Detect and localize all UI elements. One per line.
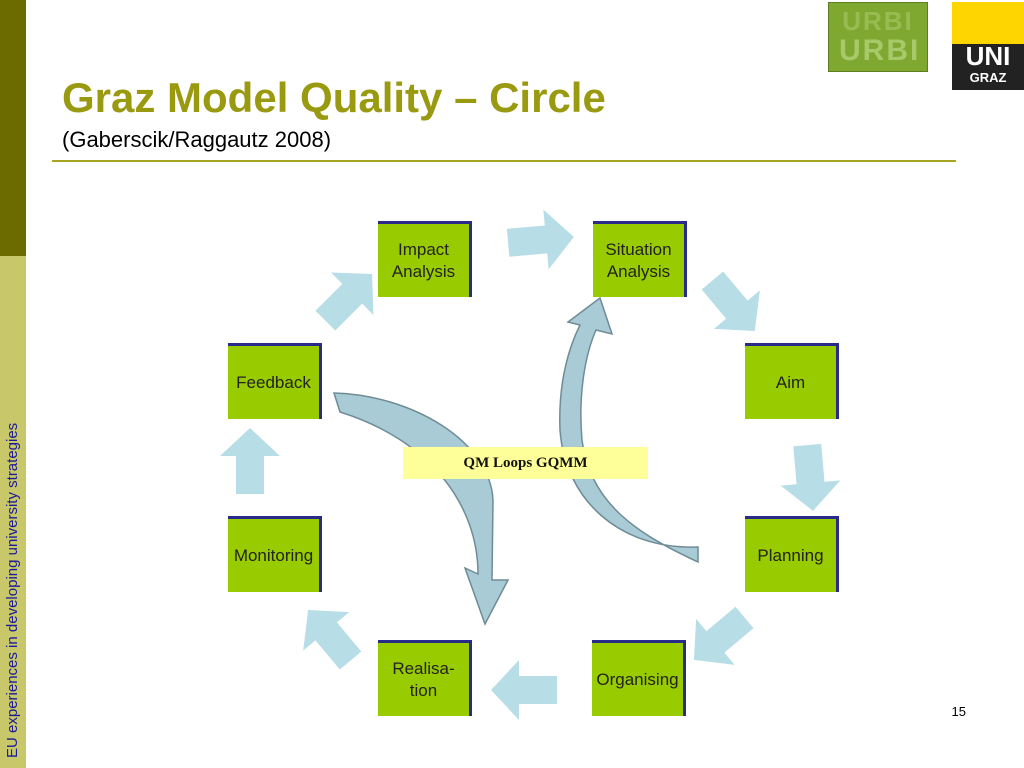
step-planning: Planning: [745, 516, 839, 592]
step-monitoring: Monitoring: [228, 516, 322, 592]
urbi-logo: URBI URBI: [828, 2, 928, 72]
qm-loops-label: QM Loops GQMM: [403, 447, 648, 479]
step-label: Situation Analysis: [605, 239, 672, 281]
step-aim: Aim: [745, 343, 839, 419]
slide-title: Graz Model Quality – Circle: [62, 74, 606, 121]
urbi-logo-shadow-text: URBI: [842, 6, 914, 36]
step-label: Impact Analysis: [391, 239, 456, 281]
step-impact-analysis: Impact Analysis: [378, 221, 472, 297]
cycle-arrow-7: [220, 428, 280, 494]
uni-graz-logo-uni: UNI: [965, 41, 1011, 71]
title-divider: [52, 160, 956, 162]
uni-graz-logo: UNI GRAZ: [952, 2, 1024, 90]
page-number: 15: [951, 704, 966, 719]
cycle-arrow-3: [777, 442, 843, 514]
step-feedback: Feedback: [228, 343, 322, 419]
cycle-arrow-6: [285, 590, 374, 680]
step-label: Organising: [596, 669, 679, 689]
cycle-arrow-2: [689, 261, 778, 351]
step-label: Planning: [757, 545, 824, 565]
step-realisation: Realisa- tion: [378, 640, 472, 716]
sidebar-top-band: [0, 0, 26, 256]
cycle-arrow-4: [674, 594, 764, 683]
step-label: Realisa- tion: [392, 658, 455, 700]
step-label: Feedback: [236, 372, 311, 392]
step-label: Aim: [775, 372, 806, 392]
uni-graz-logo-band: [952, 44, 1024, 90]
slide-subtitle: (Gaberscik/Raggautz 2008): [62, 127, 332, 152]
urbi-logo-text: URBI: [839, 34, 921, 67]
uni-graz-logo-graz: GRAZ: [969, 70, 1007, 85]
step-label: Monitoring: [233, 545, 314, 565]
sidebar-bottom-band: [0, 256, 26, 768]
cycle-arrow-1: [505, 207, 577, 273]
step-organising: Organising: [592, 640, 686, 716]
inner-curved-arrow-down: [332, 392, 510, 626]
step-situation-analysis: Situation Analysis: [593, 221, 687, 297]
inner-curved-arrow-up: [559, 296, 699, 564]
cycle-arrow-5: [491, 660, 557, 720]
